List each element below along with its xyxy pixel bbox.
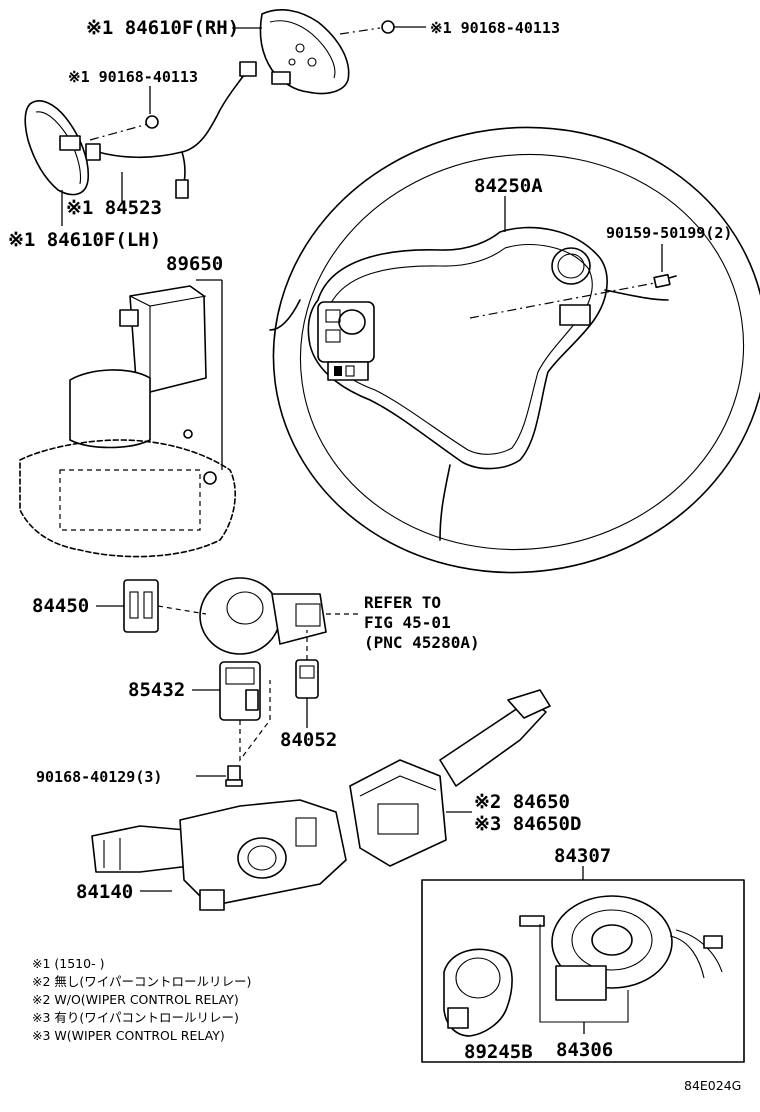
screw-90168-40129 xyxy=(225,765,243,787)
label-84307: 84307 xyxy=(554,845,611,867)
note-3: ※2 W/O(WIPER CONTROL RELAY) xyxy=(32,992,239,1007)
spiral-cable-84306 xyxy=(519,895,723,1001)
steering-column-89650 xyxy=(19,285,236,558)
paddle-switch-rh xyxy=(259,9,350,95)
switch-84450 xyxy=(123,579,159,633)
label-84306: 84306 xyxy=(556,1039,613,1061)
refer-line-2: FIG 45-01 xyxy=(364,613,451,632)
label-89650: 89650 xyxy=(166,253,223,275)
note-5: ※3 W(WIPER CONTROL RELAY) xyxy=(32,1028,225,1043)
label-84250A: 84250A xyxy=(474,175,543,197)
label-wire-84523: ※1 84523 xyxy=(66,197,162,219)
wiper-switch-84650 xyxy=(349,689,551,867)
bolt-90159-50199 xyxy=(469,273,677,319)
label-screw-left: ※1 90168-40113 xyxy=(68,68,198,86)
label-paddle-rh: ※1 84610F(RH) xyxy=(86,17,239,39)
label-89245B: 89245B xyxy=(464,1041,533,1063)
label-screw-90168-40129: 90168-40129(3) xyxy=(36,768,162,786)
label-84140: 84140 xyxy=(76,881,133,903)
note-2: ※2 無し(ワイパーコントロールリレー) xyxy=(32,974,251,989)
label-84650D: ※3 84650D xyxy=(474,813,581,835)
label-screw-top-right: ※1 90168-40113 xyxy=(430,19,560,37)
ignition-key-cylinder xyxy=(199,577,327,655)
light-switch-84140 xyxy=(91,799,347,911)
label-84450: 84450 xyxy=(32,595,89,617)
note-4: ※3 有り(ワイパコントロールリレー) xyxy=(32,1010,239,1025)
steering-wheel xyxy=(269,126,760,574)
note-1: ※1 (1510- ) xyxy=(32,956,104,971)
label-paddle-lh: ※1 84610F(LH) xyxy=(8,229,161,251)
switch-85432 xyxy=(219,661,261,721)
label-bolt-90159: 90159-50199(2) xyxy=(606,224,732,242)
label-84650: ※2 84650 xyxy=(474,791,570,813)
refer-line-1: REFER TO xyxy=(364,593,441,612)
refer-line-3: (PNC 45280A) xyxy=(364,633,480,652)
sensor-84052 xyxy=(295,659,319,699)
label-85432: 85432 xyxy=(128,679,185,701)
label-84052: 84052 xyxy=(280,729,337,751)
wire-harness-84523 xyxy=(85,61,257,199)
paddle-switch-lh xyxy=(24,100,90,196)
figure-code: 84E024G xyxy=(684,1078,741,1093)
sensor-89245B xyxy=(443,948,513,1037)
